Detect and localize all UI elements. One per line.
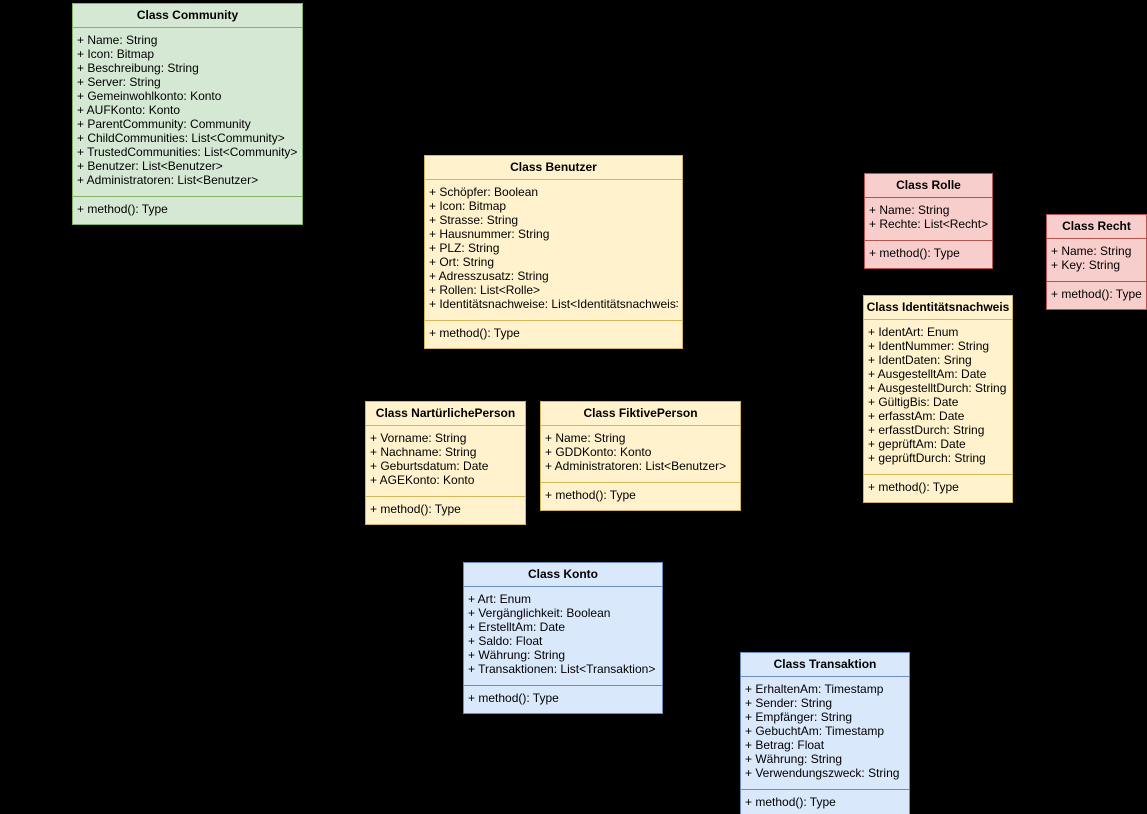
member-line: + GDDKonto: Konto xyxy=(545,445,652,459)
member-line: + Benutzer: List<Benutzer> xyxy=(77,159,223,173)
member-line: + Name: String xyxy=(545,431,626,445)
member-line: + method(): Type xyxy=(468,691,559,705)
class-title: Class Recht xyxy=(1047,215,1146,239)
class-methods: + method(): Type xyxy=(464,685,662,713)
class-attributes: + Name: String+ GDDKonto: Konto+ Adminis… xyxy=(541,426,740,482)
class-methods: + method(): Type xyxy=(541,482,740,510)
member-line: + Nachname: String xyxy=(370,445,477,459)
member-line: + AGEKonto: Konto xyxy=(370,473,475,487)
class-box-community[interactable]: Class Community + Name: String+ Icon: Bi… xyxy=(72,3,303,225)
member-line: + Währung: String xyxy=(745,752,843,766)
member-line: + Saldo: Float xyxy=(468,634,543,648)
class-title: Class FiktivePerson xyxy=(541,402,740,426)
class-attributes: + Vorname: String+ Nachname: String+ Geb… xyxy=(366,426,525,496)
member-line: + Name: String xyxy=(869,203,950,217)
member-line: + ChildCommunities: List<Community> xyxy=(77,131,285,145)
member-line: + Icon: Bitmap xyxy=(429,199,507,213)
class-box-identitaetsnachweis[interactable]: Class Identitätsnachweis + IdentArt: Enu… xyxy=(863,295,1013,503)
member-line: + Transaktionen: List<Transaktion> xyxy=(468,662,656,676)
class-title: Class Identitätsnachweis xyxy=(864,296,1012,320)
member-line: + method(): Type xyxy=(869,246,960,260)
member-line: + TrustedCommunities: List<Community> xyxy=(77,145,298,159)
member-line: + Verwendungszweck: String xyxy=(745,766,900,780)
class-attributes: + Schöpfer: Boolean+ Icon: Bitmap+ Stras… xyxy=(425,180,682,320)
class-methods: + method(): Type xyxy=(1047,281,1146,309)
member-line: + IdentArt: Enum xyxy=(868,325,959,339)
class-attributes: + Name: String+ Key: String xyxy=(1047,239,1146,281)
member-line: + Betrag: Float xyxy=(745,738,825,752)
member-line: + Hausnummer: String xyxy=(429,227,550,241)
class-attributes: + Name: String+ Icon: Bitmap+ Beschreibu… xyxy=(73,28,302,196)
member-line: + Rollen: List<Rolle> xyxy=(429,283,541,297)
class-title: Class Konto xyxy=(464,563,662,587)
class-methods: + method(): Type xyxy=(73,196,302,224)
class-attributes: + ErhaltenAm: Timestamp+ Sender: String+… xyxy=(741,677,909,789)
member-line: + Icon: Bitmap xyxy=(77,47,155,61)
class-title: Class Benutzer xyxy=(425,156,682,180)
member-line: + Währung: String xyxy=(468,648,566,662)
member-line: + Identitätsnachweise: List<Identitätsna… xyxy=(429,297,678,311)
member-line: + IdentNummer: String xyxy=(868,339,990,353)
class-methods: + method(): Type xyxy=(865,240,992,268)
member-line: + Name: String xyxy=(1051,244,1132,258)
member-line: + Schöpfer: Boolean xyxy=(429,185,539,199)
class-box-konto[interactable]: Class Konto + Art: Enum+ Vergänglichkeit… xyxy=(463,562,663,714)
member-line: + method(): Type xyxy=(868,480,959,494)
class-methods: + method(): Type xyxy=(366,496,525,524)
member-line: + Geburtsdatum: Date xyxy=(370,459,489,473)
member-line: + geprüftAm: Date xyxy=(868,437,966,451)
class-attributes: + Art: Enum+ Vergänglichkeit: Boolean+ E… xyxy=(464,587,662,685)
class-box-nartuerlicheperson[interactable]: Class NartürlichePerson + Vorname: Strin… xyxy=(365,401,526,525)
member-line: + ErhaltenAm: Timestamp xyxy=(745,682,884,696)
member-line: + Gemeinwohlkonto: Konto xyxy=(77,89,222,103)
member-line: + Name: String xyxy=(77,33,158,47)
member-line: + method(): Type xyxy=(77,202,168,216)
member-line: + ErstelltAm: Date xyxy=(468,620,566,634)
member-line: + Server: String xyxy=(77,75,161,89)
member-line: + Sender: String xyxy=(745,696,833,710)
member-line: + Empfänger: String xyxy=(745,710,853,724)
member-line: + AUFKonto: Konto xyxy=(77,103,181,117)
member-line: + AusgestelltDurch: String xyxy=(868,381,1007,395)
class-box-transaktion[interactable]: Class Transaktion + ErhaltenAm: Timestam… xyxy=(740,652,910,814)
member-line: + Ort: String xyxy=(429,255,495,269)
member-line: + IdentDaten: Sring xyxy=(868,353,972,367)
class-methods: + method(): Type xyxy=(864,474,1012,502)
member-line: + PLZ: String xyxy=(429,241,500,255)
class-methods: + method(): Type xyxy=(425,320,682,348)
class-box-fiktiveperson[interactable]: Class FiktivePerson + Name: String+ GDDK… xyxy=(540,401,741,511)
class-title: Class Transaktion xyxy=(741,653,909,677)
member-line: + Adresszusatz: String xyxy=(429,269,549,283)
member-line: + Vorname: String xyxy=(370,431,467,445)
member-line: + erfasstDurch: String xyxy=(868,423,985,437)
member-line: + GebuchtAm: Timestamp xyxy=(745,724,885,738)
member-line: + Key: String xyxy=(1051,258,1121,272)
member-line: + method(): Type xyxy=(1051,287,1142,301)
member-line: + geprüftDurch: String xyxy=(868,451,986,465)
member-line: + method(): Type xyxy=(370,502,461,516)
class-attributes: + IdentArt: Enum+ IdentNummer: String+ I… xyxy=(864,320,1012,474)
member-line: + Vergänglichkeit: Boolean xyxy=(468,606,611,620)
member-line: + Administratoren: List<Benutzer> xyxy=(545,459,727,473)
member-line: + AusgestelltAm: Date xyxy=(868,367,987,381)
member-line: + Administratoren: List<Benutzer> xyxy=(77,173,259,187)
member-line: + Rechte: List<Recht> xyxy=(869,217,988,231)
class-box-rolle[interactable]: Class Rolle + Name: String+ Rechte: List… xyxy=(864,173,993,269)
member-line: + erfasstAm: Date xyxy=(868,409,965,423)
class-attributes: + Name: String+ Rechte: List<Recht> xyxy=(865,198,992,240)
member-line: + method(): Type xyxy=(545,488,636,502)
class-title: Class Community xyxy=(73,4,302,28)
class-box-recht[interactable]: Class Recht + Name: String+ Key: String … xyxy=(1046,214,1147,310)
member-line: + method(): Type xyxy=(429,326,520,340)
member-line: + GültigBis: Date xyxy=(868,395,959,409)
class-methods: + method(): Type xyxy=(741,789,909,814)
class-title: Class NartürlichePerson xyxy=(366,402,525,426)
class-box-benutzer[interactable]: Class Benutzer + Schöpfer: Boolean+ Icon… xyxy=(424,155,683,349)
member-line: + Beschreibung: String xyxy=(77,61,199,75)
member-line: + method(): Type xyxy=(745,795,836,809)
member-line: + Strasse: String xyxy=(429,213,519,227)
member-line: + ParentCommunity: Community xyxy=(77,117,251,131)
member-line: + Art: Enum xyxy=(468,592,532,606)
class-title: Class Rolle xyxy=(865,174,992,198)
